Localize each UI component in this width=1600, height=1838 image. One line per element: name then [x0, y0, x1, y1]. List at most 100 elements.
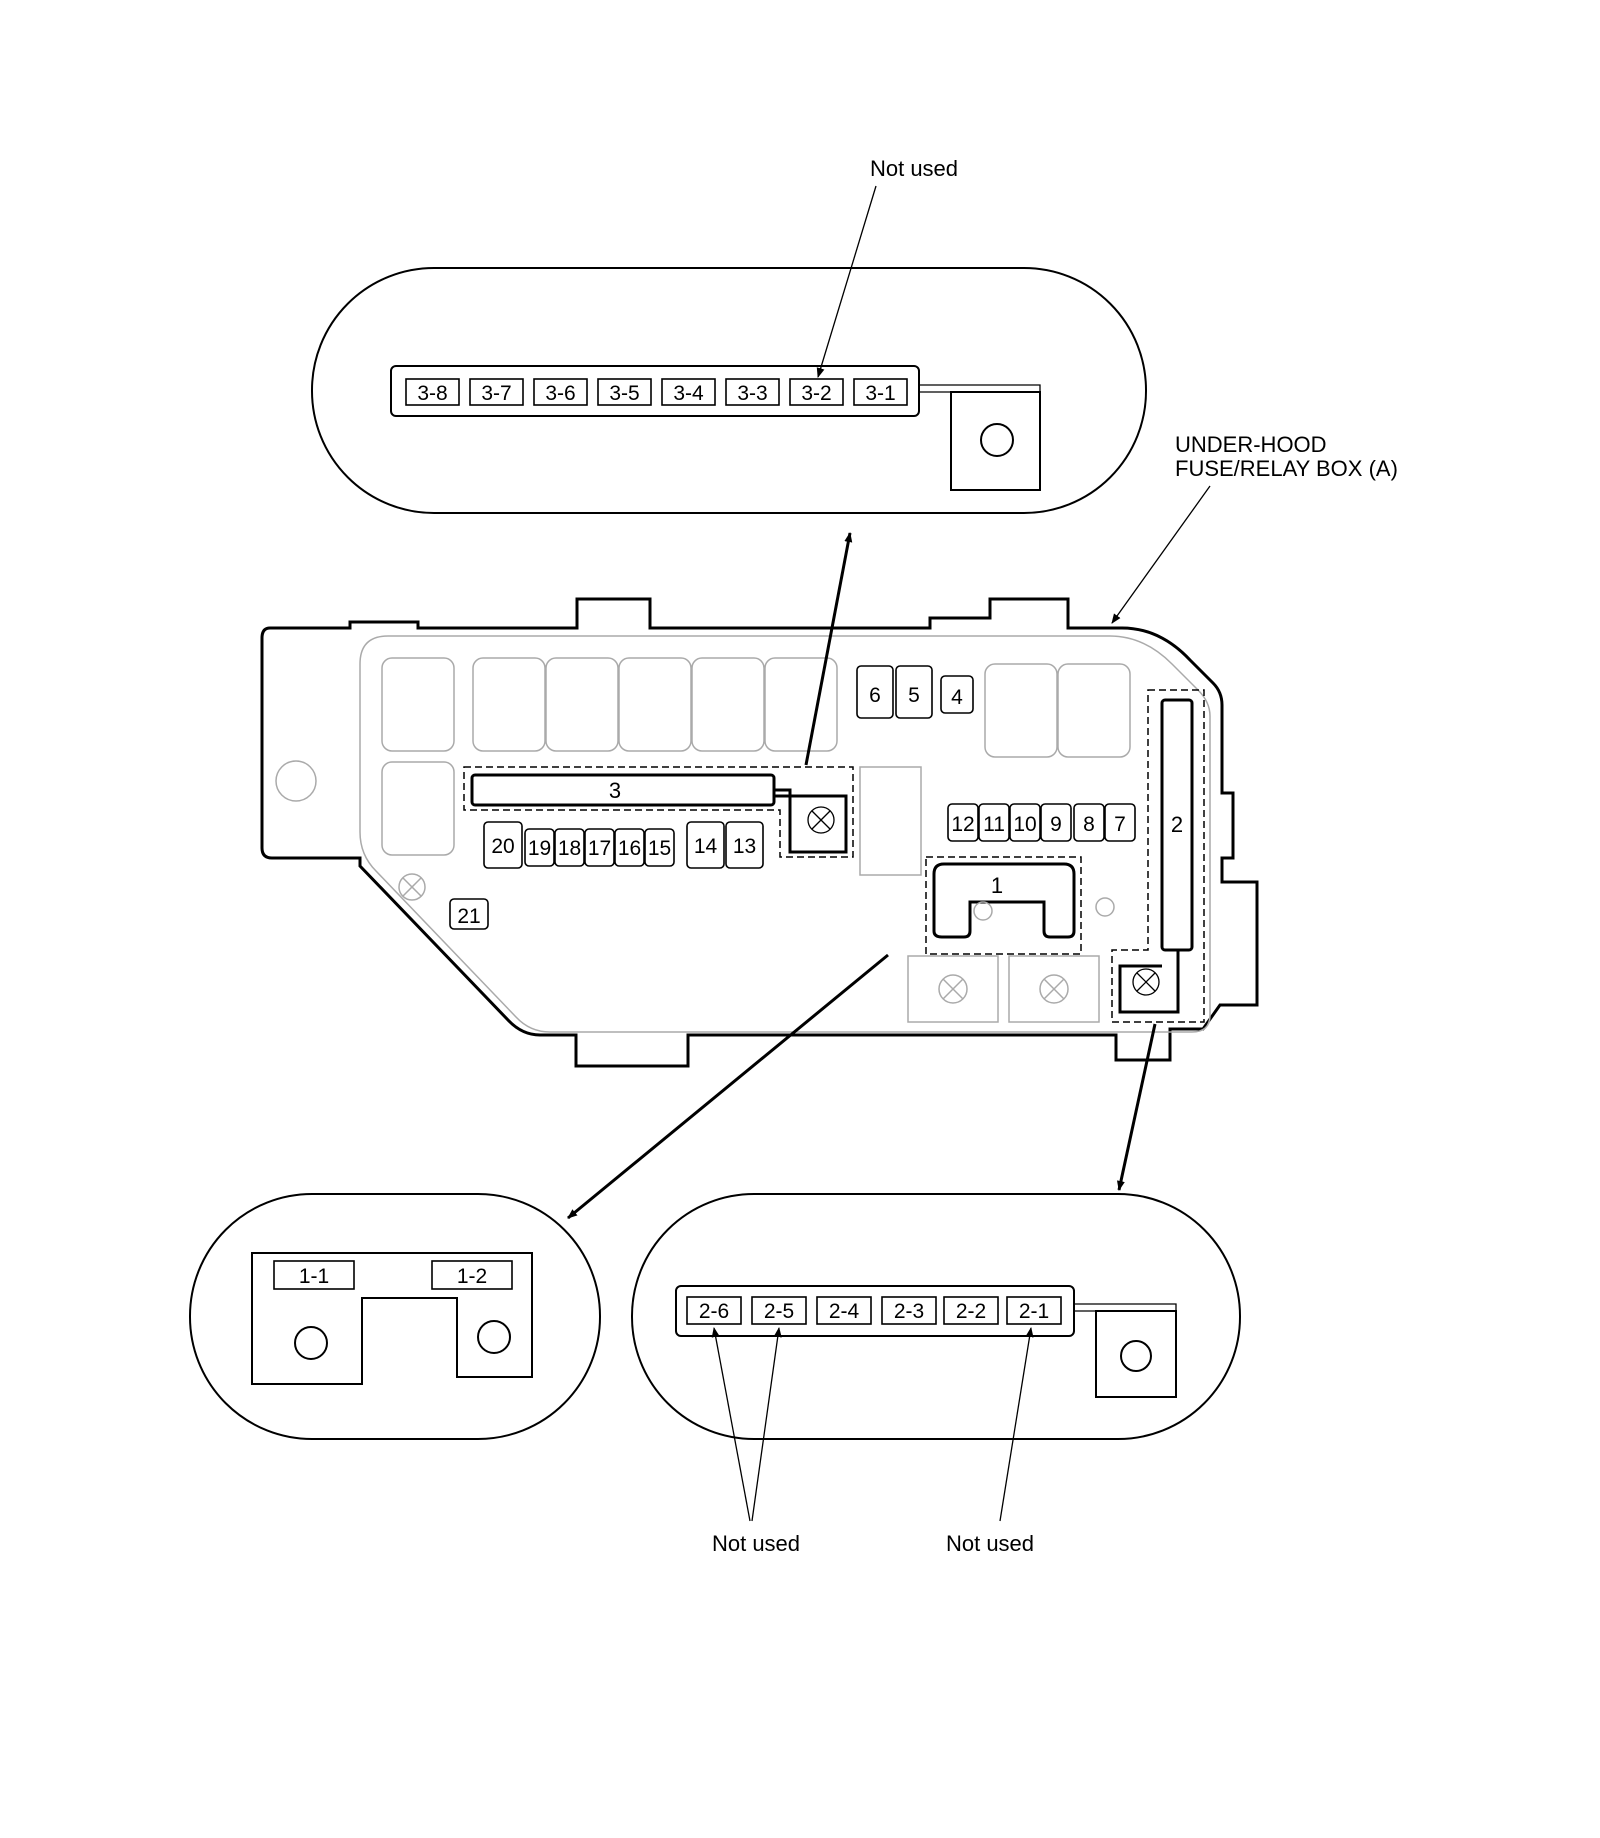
svg-text:3-5: 3-5 [609, 382, 639, 405]
block-3-label: 3 [609, 778, 621, 803]
fuse-10[interactable]: 10 [1009, 803, 1041, 842]
fuse-1-2[interactable]: 1-2 [431, 1260, 513, 1290]
fuse-13[interactable]: 13 [725, 821, 764, 869]
detail-2-outline [631, 1193, 1241, 1440]
detail-block-1: 1-1 1-2 [189, 1193, 601, 1440]
fuse-14[interactable]: 14 [686, 821, 725, 869]
left-fuse-group: 20 19 18 17 16 15 14 13 [483, 821, 764, 869]
relay-socket-3 [472, 657, 546, 752]
main-fuse-box: 6 5 4 3 20 19 18 17 16 15 14 13 [260, 532, 1259, 1220]
block-2-arrow [1116, 1023, 1157, 1191]
fuse-21[interactable]: 21 [449, 898, 489, 930]
fuse-6[interactable]: 6 [856, 665, 894, 719]
fuse-4[interactable]: 4 [940, 675, 974, 714]
block-2-bracket [1118, 950, 1180, 1014]
fuse-2-1[interactable]: 2-1 [1006, 1296, 1062, 1325]
svg-text:3-7: 3-7 [481, 382, 511, 405]
fuse-12[interactable]: 12 [947, 803, 979, 842]
fuse-19[interactable]: 19 [524, 828, 555, 867]
detail-1-left-hole [294, 1326, 328, 1360]
not-used-leader-2-1 [999, 1327, 1034, 1522]
svg-text:1-2: 1-2 [457, 1265, 487, 1288]
detail-1-right-hole [477, 1320, 511, 1354]
fuse-3-4[interactable]: 3-4 [661, 378, 716, 406]
fuse-1-1[interactable]: 1-1 [273, 1260, 355, 1290]
fuse-2-2[interactable]: 2-2 [943, 1296, 999, 1325]
not-used-leader-2-6 [711, 1327, 751, 1522]
relay-socket-9 [1057, 663, 1131, 758]
fuse-7[interactable]: 7 [1104, 803, 1136, 842]
fuse-11[interactable]: 11 [978, 803, 1010, 842]
detail-3-bolt-hole [980, 423, 1014, 457]
relay-socket-2 [381, 761, 455, 856]
block-3-fuse-strip[interactable] [470, 773, 776, 807]
not-used-leader-2-5 [751, 1327, 782, 1522]
main-box-mount-hole [275, 760, 317, 802]
svg-text:5: 5 [908, 684, 920, 707]
bottom-terminals [907, 955, 1100, 1023]
detail-2-bolt-hole [1120, 1340, 1152, 1372]
fuse-20[interactable]: 20 [483, 821, 523, 869]
fuse-8[interactable]: 8 [1073, 803, 1105, 842]
detail-2-bracket-arm [1074, 1303, 1177, 1312]
box-title-leader [1111, 485, 1211, 624]
svg-text:20: 20 [491, 835, 514, 858]
right-fuse-group: 12 11 10 9 8 7 [947, 803, 1136, 842]
svg-text:17: 17 [588, 837, 611, 860]
svg-text:2-5: 2-5 [764, 1300, 794, 1323]
svg-text:7: 7 [1114, 813, 1126, 836]
svg-text:16: 16 [618, 837, 641, 860]
svg-text:3-2: 3-2 [801, 382, 831, 405]
fuse-2-5[interactable]: 2-5 [751, 1296, 807, 1325]
block-1-arrow [567, 953, 889, 1220]
fuse-3-3[interactable]: 3-3 [725, 378, 780, 406]
fuse-2-6[interactable]: 2-6 [686, 1296, 742, 1325]
block-3-main: 3 [463, 532, 854, 858]
detail-3-bracket [950, 391, 1041, 491]
svg-text:2-2: 2-2 [956, 1300, 986, 1323]
detail-3-bracket-arm [919, 384, 1041, 393]
fuse-18[interactable]: 18 [554, 828, 585, 867]
svg-text:2-6: 2-6 [699, 1300, 729, 1323]
fuse-3-5[interactable]: 3-5 [597, 378, 652, 406]
relay-socket-5 [618, 657, 692, 752]
fuse-2-4[interactable]: 2-4 [816, 1296, 872, 1325]
top-not-used-leader [816, 185, 877, 378]
svg-text:12: 12 [951, 813, 974, 836]
fuse-15[interactable]: 15 [644, 828, 675, 867]
bottom-not-used-left-label: Not used [712, 1531, 800, 1556]
fuse-3-8[interactable]: 3-8 [405, 378, 460, 406]
svg-text:18: 18 [558, 837, 581, 860]
svg-text:3-8: 3-8 [417, 382, 447, 405]
main-box-outer-housing [260, 597, 1259, 1068]
block-1-main: 1 [567, 856, 1115, 1220]
svg-text:3-6: 3-6 [545, 382, 575, 405]
relay-socket-7 [764, 657, 838, 752]
relay-socket-1 [381, 657, 455, 752]
block-3-bracket [774, 788, 848, 854]
svg-text:13: 13 [733, 835, 756, 858]
block-1-fuse[interactable] [932, 862, 1076, 939]
detail-3-fuse-group: 3-8 3-7 3-6 3-5 3-4 3-3 3-2 3-1 [405, 378, 908, 406]
svg-text:3-3: 3-3 [737, 382, 767, 405]
svg-text:8: 8 [1083, 813, 1095, 836]
fuse-3-2[interactable]: 3-2 [789, 378, 844, 406]
lower-left-screw-icon [398, 873, 426, 901]
block-3-dashed-outline [463, 766, 854, 858]
fuse-17[interactable]: 17 [584, 828, 615, 867]
fuse-3-1[interactable]: 3-1 [853, 378, 908, 406]
fuse-3-6[interactable]: 3-6 [533, 378, 588, 406]
relay-socket-4 [545, 657, 619, 752]
fuse-3-7[interactable]: 3-7 [469, 378, 524, 406]
fuse-9[interactable]: 9 [1040, 803, 1072, 842]
svg-text:9: 9 [1050, 813, 1062, 836]
fuse-2-3[interactable]: 2-3 [881, 1296, 937, 1325]
svg-text:2-4: 2-4 [829, 1300, 860, 1323]
detail-3-outline [311, 267, 1147, 514]
box-title-line1: UNDER-HOOD [1175, 432, 1327, 457]
fuse-16[interactable]: 16 [614, 828, 645, 867]
main-box-inner-tray [359, 635, 1211, 1033]
top-fuse-group: 6 5 4 [856, 665, 974, 719]
fuse-5[interactable]: 5 [895, 665, 933, 719]
detail-2-bracket [1095, 1310, 1177, 1398]
